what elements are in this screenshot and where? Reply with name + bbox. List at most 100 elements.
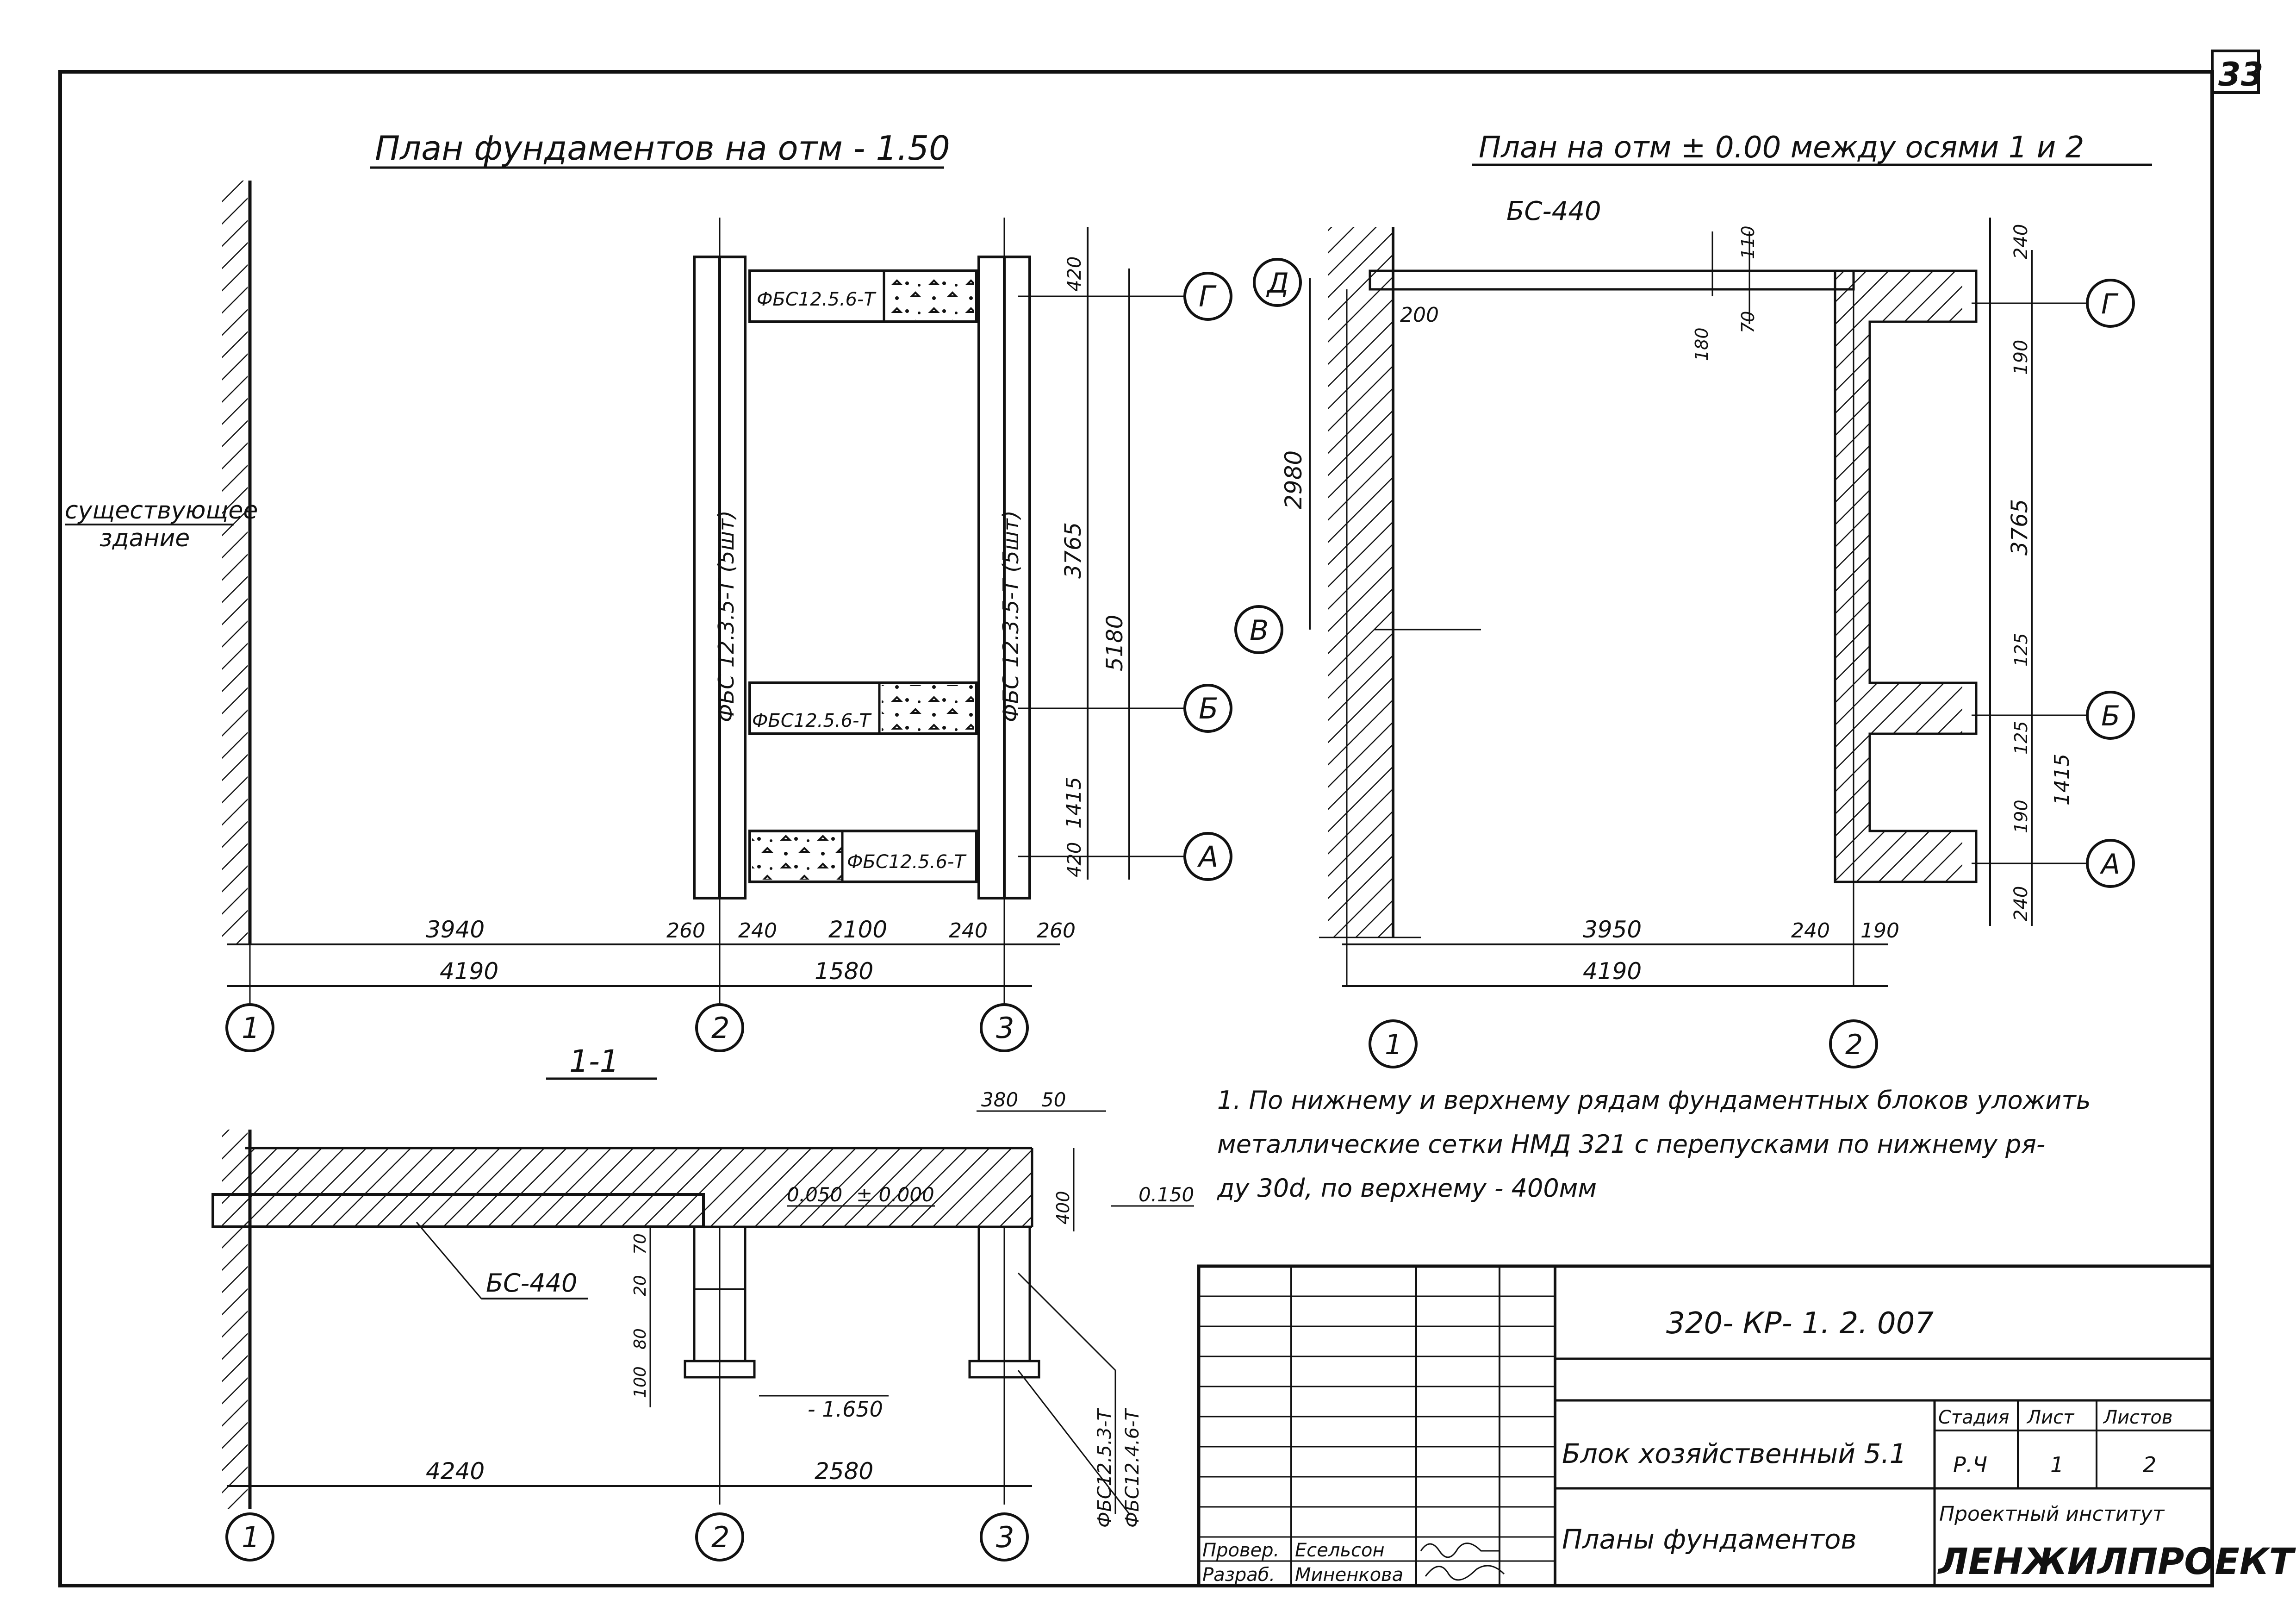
p1-dim-420a: 420 [1064,256,1085,292]
section-dim-100: 100 [631,1366,650,1398]
p2-axis-V: В [1250,614,1269,647]
block-label-B: ФБС12.5.6-Т [752,710,872,731]
section-1-1: 1-1 БС-440 0.050 ± 0.000 0.150 - 1.650 3… [212,1043,1194,1562]
block-label-A: ФБС12.5.6-Т [847,851,967,873]
p2-axis-V-bubble [1234,605,1283,654]
p2-dim-190a: 190 [2010,340,2032,375]
sheet-header: Лист [2026,1407,2075,1428]
section-dim-80: 80 [631,1328,650,1349]
p1-dim-240b: 240 [949,919,988,943]
p1-dim-3765: 3765 [1060,522,1086,579]
drawing-code: 320- КР- 1. 2. 007 [1666,1306,1934,1341]
p2-axis-G: Г [2101,288,2119,320]
role-developed: Разраб. [1202,1564,1275,1586]
section-title: 1-1 [569,1043,619,1079]
p1-axis-G: Г [1199,280,1217,313]
p2-axis-B: Б [2101,700,2120,732]
note-line-2: металлические сетки НМД 321 с перепускам… [1217,1130,2045,1159]
p2-dim-240a: 240 [2010,224,2032,259]
p2-axis-1: 1 [1385,1029,1402,1061]
plan2-title: План на отм ± 0.00 между осями 1 и 2 [1479,131,2084,165]
p2-axis-G-bubble [2086,279,2135,328]
p2-axis-A-bubble [2086,839,2135,888]
p2-dim-2980: 2980 [1280,450,1307,509]
existing-building-label-1: существующее [65,497,258,525]
p2-dim-240b: 240 [2010,886,2032,921]
section-axis-1: 1 [242,1520,260,1554]
p1-axis-A-bubble [1183,832,1232,881]
p1-dim-1415: 1415 [1062,777,1086,829]
section-axis-2-bubble [695,1512,744,1562]
p1-dim-4190: 4190 [440,958,498,985]
elev-bottom: - 1.650 [808,1397,883,1422]
sheet-title: Планы фундаментов [1562,1524,1857,1555]
p2-dim-125b: 125 [2011,721,2031,755]
block-label-wall3: ФБС 12.3.5-Т (5шт) [998,510,1023,722]
p1-axis-G-bubble [1183,272,1232,321]
p2-right-wall [1835,271,1870,882]
p1-axis-1: 1 [242,1011,260,1045]
block-row-G [748,269,978,323]
section-dim-70: 70 [631,1233,650,1255]
elev-top: 0.050 [787,1183,842,1206]
p2-dim-3765: 3765 [2007,499,2033,556]
p2-axis-D-bubble [1253,258,1302,307]
block-row-B [748,681,978,735]
p2-dim-3950: 3950 [1583,916,1642,943]
elev-right: 0.150 [1139,1183,1194,1206]
p1-dim-3940: 3940 [426,916,485,943]
stage-value: Р.Ч [1953,1452,1987,1477]
p1-axis-3: 3 [996,1011,1014,1045]
section-dim-4240: 4240 [426,1458,485,1485]
name-developed: Миненкова [1295,1564,1403,1586]
plan-foundations: План фундаментов на отм - 1.50 существую… [65,129,1232,1052]
section-block-label-2: ФБС12.4.6-Т [1122,1408,1143,1528]
p2-axis-A: А [2099,848,2120,881]
p2-axis-B-bubble [2086,691,2135,740]
p2-dim-180: 180 [1692,327,1712,361]
section-axis-2: 2 [711,1520,729,1554]
note-line-1: 1. По нижнему и верхнему рядам фундамент… [1217,1086,2091,1115]
plan-zero-level: План на отм ± 0.00 между осями 1 и 2 БС-… [1234,131,2152,1068]
title-block: Провер. Есельсон Разраб. Миненкова 320- … [1197,1264,2296,1587]
section-dim-20: 20 [631,1275,650,1296]
existing-building-label-2: здание [100,525,190,552]
p1-dim-260a: 260 [666,919,705,943]
p1-axis-B-bubble [1183,684,1232,733]
signature-1 [1420,1543,1500,1558]
role-checked: Провер. [1202,1540,1279,1561]
p2-dim-190: 190 [1860,919,1899,943]
plan1-title: План фундаментов на отм - 1.50 [375,129,950,168]
section-dim-400: 400 [1053,1191,1073,1224]
section-dim-50: 50 [1041,1088,1066,1111]
block-label-wall2: ФБС 12.3.5-Т (5шт) [714,510,739,722]
p1-dim-240a: 240 [738,919,777,943]
p2-dim-4190: 4190 [1583,958,1642,985]
p1-axis-B: Б [1199,692,1219,725]
sheets-header: Листов [2103,1407,2172,1428]
section-axis-3-bubble [980,1512,1029,1562]
p2-left-wall [1328,227,1393,937]
section-slab [245,1148,1032,1227]
p2-dim-200: 200 [1400,303,1439,327]
p1-axis-2: 2 [711,1011,729,1045]
p2-dim-190b: 190 [2011,800,2031,833]
p1-axis-3-bubble [980,1003,1029,1052]
p1-dim-260b: 260 [1037,919,1076,943]
section-axis-3: 3 [996,1520,1014,1554]
note-line-3: ду 30d, по верхнему - 400мм [1217,1174,1597,1203]
page-number: 33 [2218,56,2263,94]
p2-dim-125a: 125 [2011,633,2031,667]
section-slab-label: БС-440 [486,1268,577,1298]
p1-axis-2-bubble [695,1003,744,1052]
p2-axis-2-bubble [1829,1019,1878,1068]
p1-dim-420b: 420 [1064,842,1085,877]
p1-dim-2100: 2100 [828,916,887,943]
p1-axis-1-bubble [225,1003,274,1052]
p1-dim-5180: 5180 [1102,615,1128,671]
sheet-frame [58,70,2214,1587]
p1-axis-A: А [1197,840,1218,874]
stage-header: Стадия [1938,1407,2009,1428]
section-block-label-1: ФБС12.5.3-Т [1094,1408,1115,1528]
block-row-A [748,830,978,883]
